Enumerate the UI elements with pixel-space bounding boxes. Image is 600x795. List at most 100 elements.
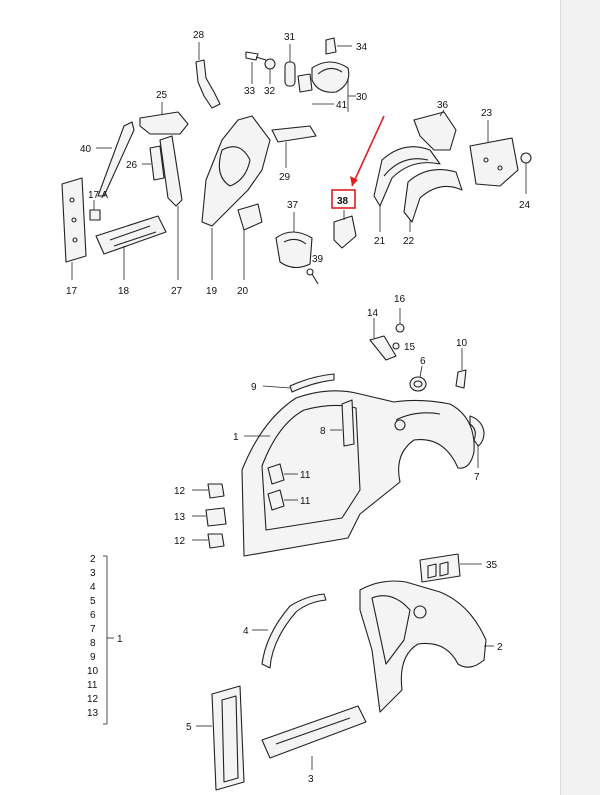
callout-13: 13	[174, 512, 186, 523]
part-34-grommet[interactable]	[325, 37, 352, 55]
part-36-bracket[interactable]	[413, 109, 457, 151]
callout-25: 25	[156, 90, 168, 101]
part-23-panel[interactable]	[469, 120, 519, 187]
callout-32: 32	[264, 86, 276, 97]
callout-22: 22	[403, 236, 415, 247]
part-12-lower[interactable]	[192, 533, 225, 549]
callout-40: 40	[80, 144, 92, 155]
callout-7: 7	[474, 472, 480, 483]
part-15-nut[interactable]	[392, 342, 400, 350]
callout-23: 23	[481, 108, 493, 119]
callout-28: 28	[193, 30, 205, 41]
callout-5: 5	[186, 722, 192, 733]
callout-16: 16	[394, 294, 406, 305]
part-19-inner-quarter[interactable]	[201, 115, 271, 280]
callout-17a: 17 A	[88, 190, 108, 201]
part-38-bracket[interactable]	[333, 210, 357, 249]
callout-30: 30	[356, 92, 368, 103]
part-25-strip[interactable]	[139, 102, 189, 135]
callout-29: 29	[279, 172, 291, 183]
highlight-box-38	[331, 189, 356, 209]
part-8-insert[interactable]	[330, 399, 355, 447]
part-40-rail[interactable]	[96, 121, 135, 197]
callout-38: 38	[337, 196, 349, 207]
part-32-nut[interactable]	[264, 58, 276, 84]
part-7-trim[interactable]	[469, 415, 485, 468]
legend-item: 10	[87, 666, 99, 677]
callout-12-upper: 12	[174, 486, 186, 497]
callout-1: 1	[233, 432, 239, 443]
part-21-wheel-arch[interactable]	[373, 146, 441, 232]
callout-21: 21	[374, 236, 386, 247]
part-5-pillar[interactable]	[196, 685, 245, 791]
part-27-pillar[interactable]	[159, 135, 183, 280]
legend-item: 11	[87, 680, 98, 691]
part-11-upper[interactable]	[267, 463, 298, 485]
part-1-body-side[interactable]	[241, 390, 475, 557]
callout-2: 2	[497, 642, 503, 653]
callout-31: 31	[284, 32, 296, 43]
callout-41: 41	[336, 100, 348, 111]
callout-4: 4	[243, 626, 249, 637]
part-37-housing[interactable]	[275, 212, 313, 269]
part-13-bracket[interactable]	[192, 507, 227, 527]
part-33-screw[interactable]	[245, 51, 267, 84]
legend-item: 12	[87, 694, 99, 705]
legend-item: 7	[90, 624, 96, 635]
part-17a-clip[interactable]	[89, 200, 101, 221]
part-10-clip[interactable]	[455, 348, 467, 389]
part-26-bracket[interactable]	[142, 145, 165, 181]
callout-19: 19	[206, 286, 218, 297]
part-30-fuel-flap[interactable]	[297, 61, 356, 112]
part-35-vent[interactable]	[419, 553, 482, 583]
legend-bracket	[103, 555, 114, 725]
callout-9: 9	[251, 382, 257, 393]
callout-33: 33	[244, 86, 256, 97]
part-9-strip[interactable]	[262, 373, 335, 393]
part-31-clip[interactable]	[284, 44, 296, 87]
part-14-hinge[interactable]	[369, 318, 397, 361]
legend-item: 2	[90, 554, 96, 565]
part-6-grommet[interactable]	[409, 365, 427, 392]
part-18-sill[interactable]	[95, 215, 167, 280]
callout-labels: 28 31 34 33 32 30 41 25 36 23 40 26 29 1…	[66, 30, 531, 785]
part-2-quarter-panel[interactable]	[359, 580, 494, 713]
callout-35: 35	[486, 560, 498, 571]
callout-36: 36	[437, 100, 449, 111]
callout-20: 20	[237, 286, 249, 297]
part-20-plate[interactable]	[237, 203, 263, 280]
legend-item: 5	[90, 596, 96, 607]
callout-39: 39	[312, 254, 324, 265]
callout-24: 24	[519, 200, 531, 211]
legend-item: 4	[90, 582, 96, 593]
part-22-wheel-arch[interactable]	[403, 169, 463, 232]
part-39-screw[interactable]	[306, 268, 319, 285]
legend-item: 3	[90, 568, 96, 579]
legend-item: 6	[90, 610, 96, 621]
callout-11-upper: 11	[300, 470, 311, 481]
legend-item: 8	[90, 638, 96, 649]
part-29-reinforcement[interactable]	[271, 125, 317, 168]
callout-14: 14	[367, 308, 379, 319]
callout-8: 8	[320, 426, 326, 437]
part-17-panel[interactable]	[61, 177, 87, 280]
callout-10: 10	[456, 338, 468, 349]
part-28[interactable]	[195, 42, 221, 109]
legend-item: 9	[90, 652, 96, 663]
callout-15: 15	[404, 342, 416, 353]
part-11-lower[interactable]	[267, 489, 298, 511]
part-4-window-frame[interactable]	[252, 593, 327, 669]
callout-37: 37	[287, 200, 299, 211]
callout-11-lower: 11	[300, 496, 311, 507]
callout-6: 6	[420, 356, 426, 367]
parts-diagram: 28 31 34 33 32 30 41 25 36 23 40 26 29 1…	[61, 30, 532, 791]
part-3-rocker[interactable]	[261, 705, 367, 770]
part-24-grommet[interactable]	[520, 152, 532, 194]
part-12-upper[interactable]	[192, 483, 225, 499]
callout-12-lower: 12	[174, 536, 186, 547]
callout-26: 26	[126, 160, 138, 171]
legend-group-label: 1	[117, 634, 123, 645]
highlight-arrowhead	[350, 176, 358, 186]
highlight-arrow	[351, 115, 385, 187]
part-16-bolt[interactable]	[395, 308, 405, 333]
